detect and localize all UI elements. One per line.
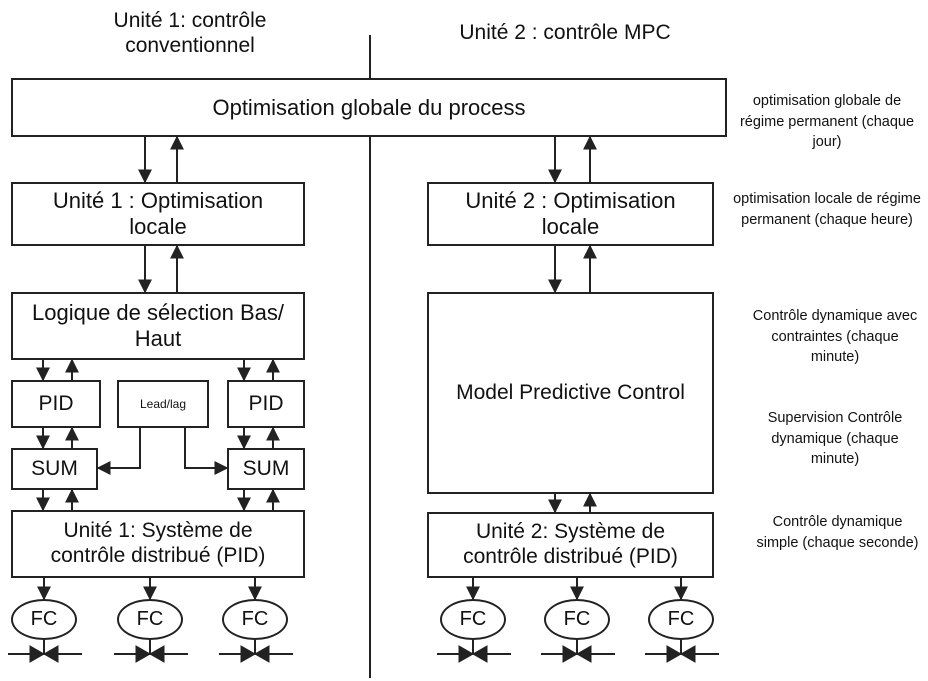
valve-icon	[240, 645, 270, 663]
flow-controller: FC	[648, 599, 714, 640]
leadlag-arrow-left	[96, 428, 141, 475]
valve-icon	[562, 645, 592, 663]
flow-controller: FC	[117, 599, 183, 640]
mpc-box: Model Predictive Control	[427, 292, 714, 494]
unit1-dcs-box: Unité 1: Système de contrôle distribué (…	[11, 510, 305, 578]
valve-icon	[29, 645, 59, 663]
unit1-optimisation-box: Unité 1 : Optimisation locale	[11, 182, 305, 246]
level-label-supervision: Supervision Contrôle dynamique (chaque m…	[767, 410, 903, 468]
global-optimisation-box: Optimisation globale du process	[11, 78, 727, 137]
flow-controller: FC	[222, 599, 288, 640]
level-label-constrained: Contrôle dynamique avec contraintes (cha…	[752, 308, 918, 366]
valve-icon	[135, 645, 165, 663]
unit2-header: Unité 2 : contrôle MPC	[459, 21, 671, 44]
flow-controller: FC	[544, 599, 610, 640]
flow-controller: FC	[11, 599, 77, 640]
pid-right-box: PID	[227, 380, 305, 428]
valve-icon	[666, 645, 696, 663]
selection-logic-box: Logique de sélection Bas/ Haut	[11, 292, 305, 360]
sum-left-box: SUM	[11, 448, 98, 490]
level-label-simple: Contrôle dynamique simple (chaque second…	[756, 514, 919, 551]
flow-controller: FC	[440, 599, 506, 640]
sum-right-box: SUM	[227, 448, 305, 490]
pid-left-box: PID	[11, 380, 101, 428]
level-label-global: optimisation globale de régime permanent…	[739, 93, 915, 151]
leadlag-box: Lead/lag	[117, 380, 209, 428]
leadlag-arrow-right	[184, 428, 229, 475]
unit2-optimisation-box: Unité 2 : Optimisation locale	[427, 182, 714, 246]
unit2-dcs-box: Unité 2: Système de contrôle distribué (…	[427, 512, 714, 578]
valve-icon	[458, 645, 488, 663]
unit1-header: Unité 1: contrôle conventionnel	[113, 9, 267, 58]
level-label-local: optimisation locale de régime permanent …	[733, 191, 921, 228]
